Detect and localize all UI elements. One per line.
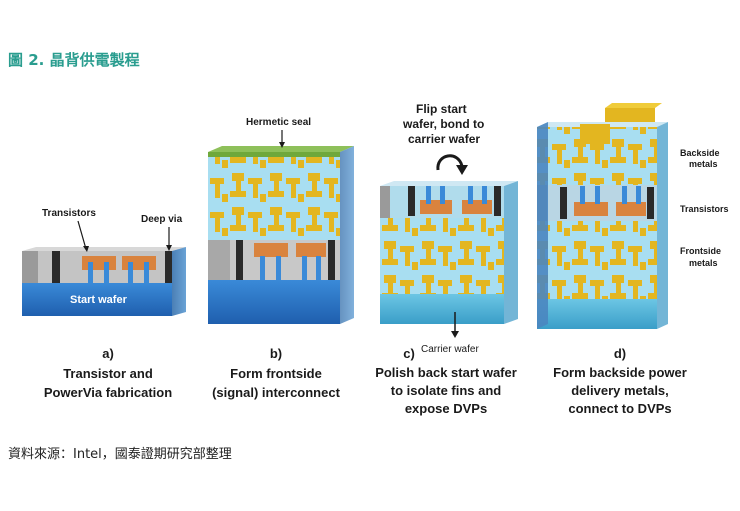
caption-b-line1: Form frontside <box>230 366 322 381</box>
step-b-illustration: Hermetic seal <box>208 117 354 324</box>
caption-b: b) Form frontside (signal) interconnect <box>212 346 341 400</box>
caption-a-line2: PowerVia fabrication <box>44 385 172 400</box>
caption-c-line2: to isolate fins and <box>391 383 502 398</box>
flip-arrow-icon <box>436 154 464 171</box>
step-c-illustration: Flip start wafer, bond to carrier wafer … <box>380 102 518 355</box>
label-carrier-wafer: Carrier wafer <box>421 344 479 355</box>
label-transistors-d: Transistors <box>680 204 729 214</box>
label-transistors-a: Transistors <box>42 208 96 219</box>
label-flip-line3: carrier wafer <box>408 132 480 146</box>
figure-source: 資料來源：Intel，國泰證期研究部整理 <box>8 447 232 462</box>
figure-title: 圖 2. 晶背供電製程 <box>8 51 140 69</box>
step-a-illustration: Transistors Deep via Start wafer <box>22 208 186 316</box>
caption-c-letter: c) <box>403 346 415 361</box>
label-flip-line1: Flip start <box>416 102 467 116</box>
caption-d-line3: connect to DVPs <box>568 401 671 416</box>
label-backside-line2: metals <box>689 159 718 169</box>
caption-b-line2: (signal) interconnect <box>212 385 341 400</box>
caption-a-line1: Transistor and <box>63 366 153 381</box>
label-frontside-line2: metals <box>689 258 718 268</box>
caption-c: c) Polish back start wafer to isolate fi… <box>375 346 517 416</box>
caption-d-line2: delivery metals, <box>571 383 669 398</box>
label-start-wafer: Start wafer <box>70 294 128 306</box>
caption-b-letter: b) <box>270 346 282 361</box>
step-d-illustration: Backside metals Transistors Frontside me… <box>537 103 729 329</box>
caption-d: d) Form backside power delivery metals, … <box>553 346 687 416</box>
caption-c-line1: Polish back start wafer <box>375 365 517 380</box>
caption-d-line1: Form backside power <box>553 365 687 380</box>
label-hermetic-seal: Hermetic seal <box>246 117 311 128</box>
label-backside-line1: Backside <box>680 148 720 158</box>
label-frontside-line1: Frontside <box>680 246 721 256</box>
caption-d-letter: d) <box>614 346 626 361</box>
caption-a-letter: a) <box>102 346 114 361</box>
label-flip-line2: wafer, bond to <box>402 117 484 131</box>
label-deep-via: Deep via <box>141 214 183 225</box>
caption-a: a) Transistor and PowerVia fabrication <box>44 346 172 400</box>
caption-c-line3: expose DVPs <box>405 401 487 416</box>
